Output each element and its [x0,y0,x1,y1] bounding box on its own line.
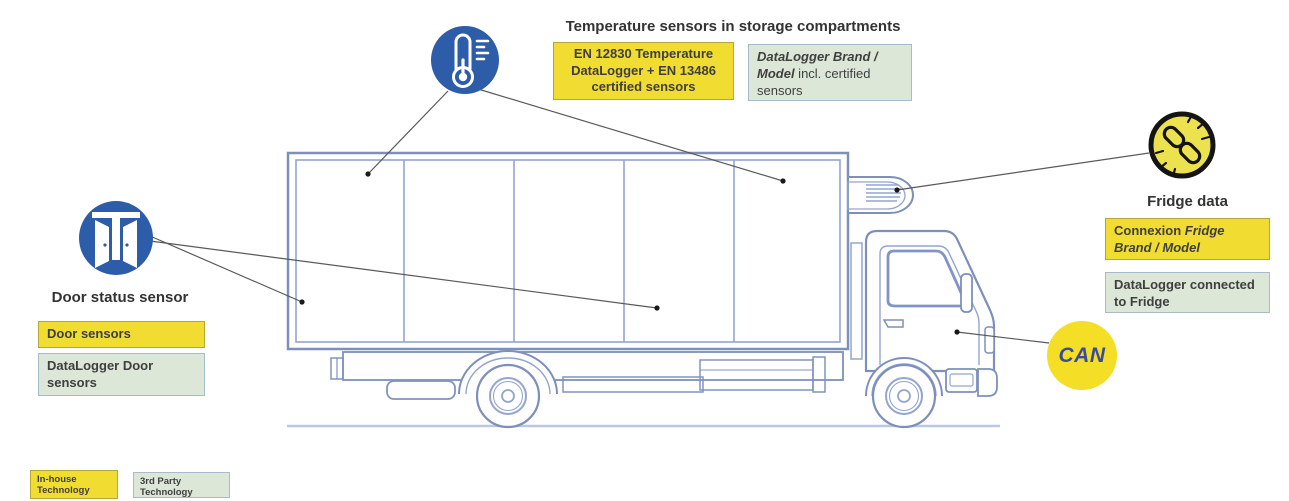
chain-link-icon [1148,111,1216,179]
legend-inhouse-technology: In-house Technology [30,470,118,499]
fuel-tank [386,380,456,400]
front-wheel [865,357,943,429]
fridge-thirdparty-box: DataLogger connected to Fridge [1105,272,1270,313]
door-inhouse-box: Door sensors [38,321,205,348]
temperature-inhouse-label: EN 12830 Temperature DataLogger + EN 134… [571,45,716,95]
temperature-thirdparty-emphasis: DataLogger Brand / Model [757,49,878,81]
connector-lines [149,88,1150,344]
compartment-dividers [403,160,735,342]
temperature-inhouse-box: EN 12830 Temperature DataLogger + EN 134… [553,42,734,100]
temperature-heading: Temperature sensors in storage compartme… [565,18,901,35]
cab-window [886,249,966,308]
temperature-thirdparty-box: DataLogger Brand / Model incl. certified… [748,44,912,101]
connector-dots [299,171,960,335]
door-thirdparty-box: DataLogger Door sensors [38,353,205,396]
fridge-inhouse-emphasis: Fridge Brand / Model [1114,223,1225,255]
fridge-inhouse-lead: Connexion [1114,223,1185,238]
truck-cab [864,229,998,397]
can-badge: CAN [1047,321,1117,390]
side-mirror [960,273,973,313]
thermometer-icon [431,26,499,94]
door-heading: Door status sensor [51,289,189,306]
cab-step [945,368,978,393]
truck-illustration [286,151,998,429]
rear-wheel [458,350,558,429]
fridge-unit [847,176,914,214]
door-handle [882,319,904,328]
fridge-inhouse-box: Connexion Fridge Brand / Model [1105,218,1270,260]
fridge-heading: Fridge data [1147,193,1228,210]
legend-third-party-technology: 3rd Party Technology [133,472,230,498]
temperature-thirdparty-rest: incl. certified sensors [757,65,871,98]
front-bumper [977,368,998,397]
cargo-box [286,151,850,351]
double-door-icon [79,201,153,275]
